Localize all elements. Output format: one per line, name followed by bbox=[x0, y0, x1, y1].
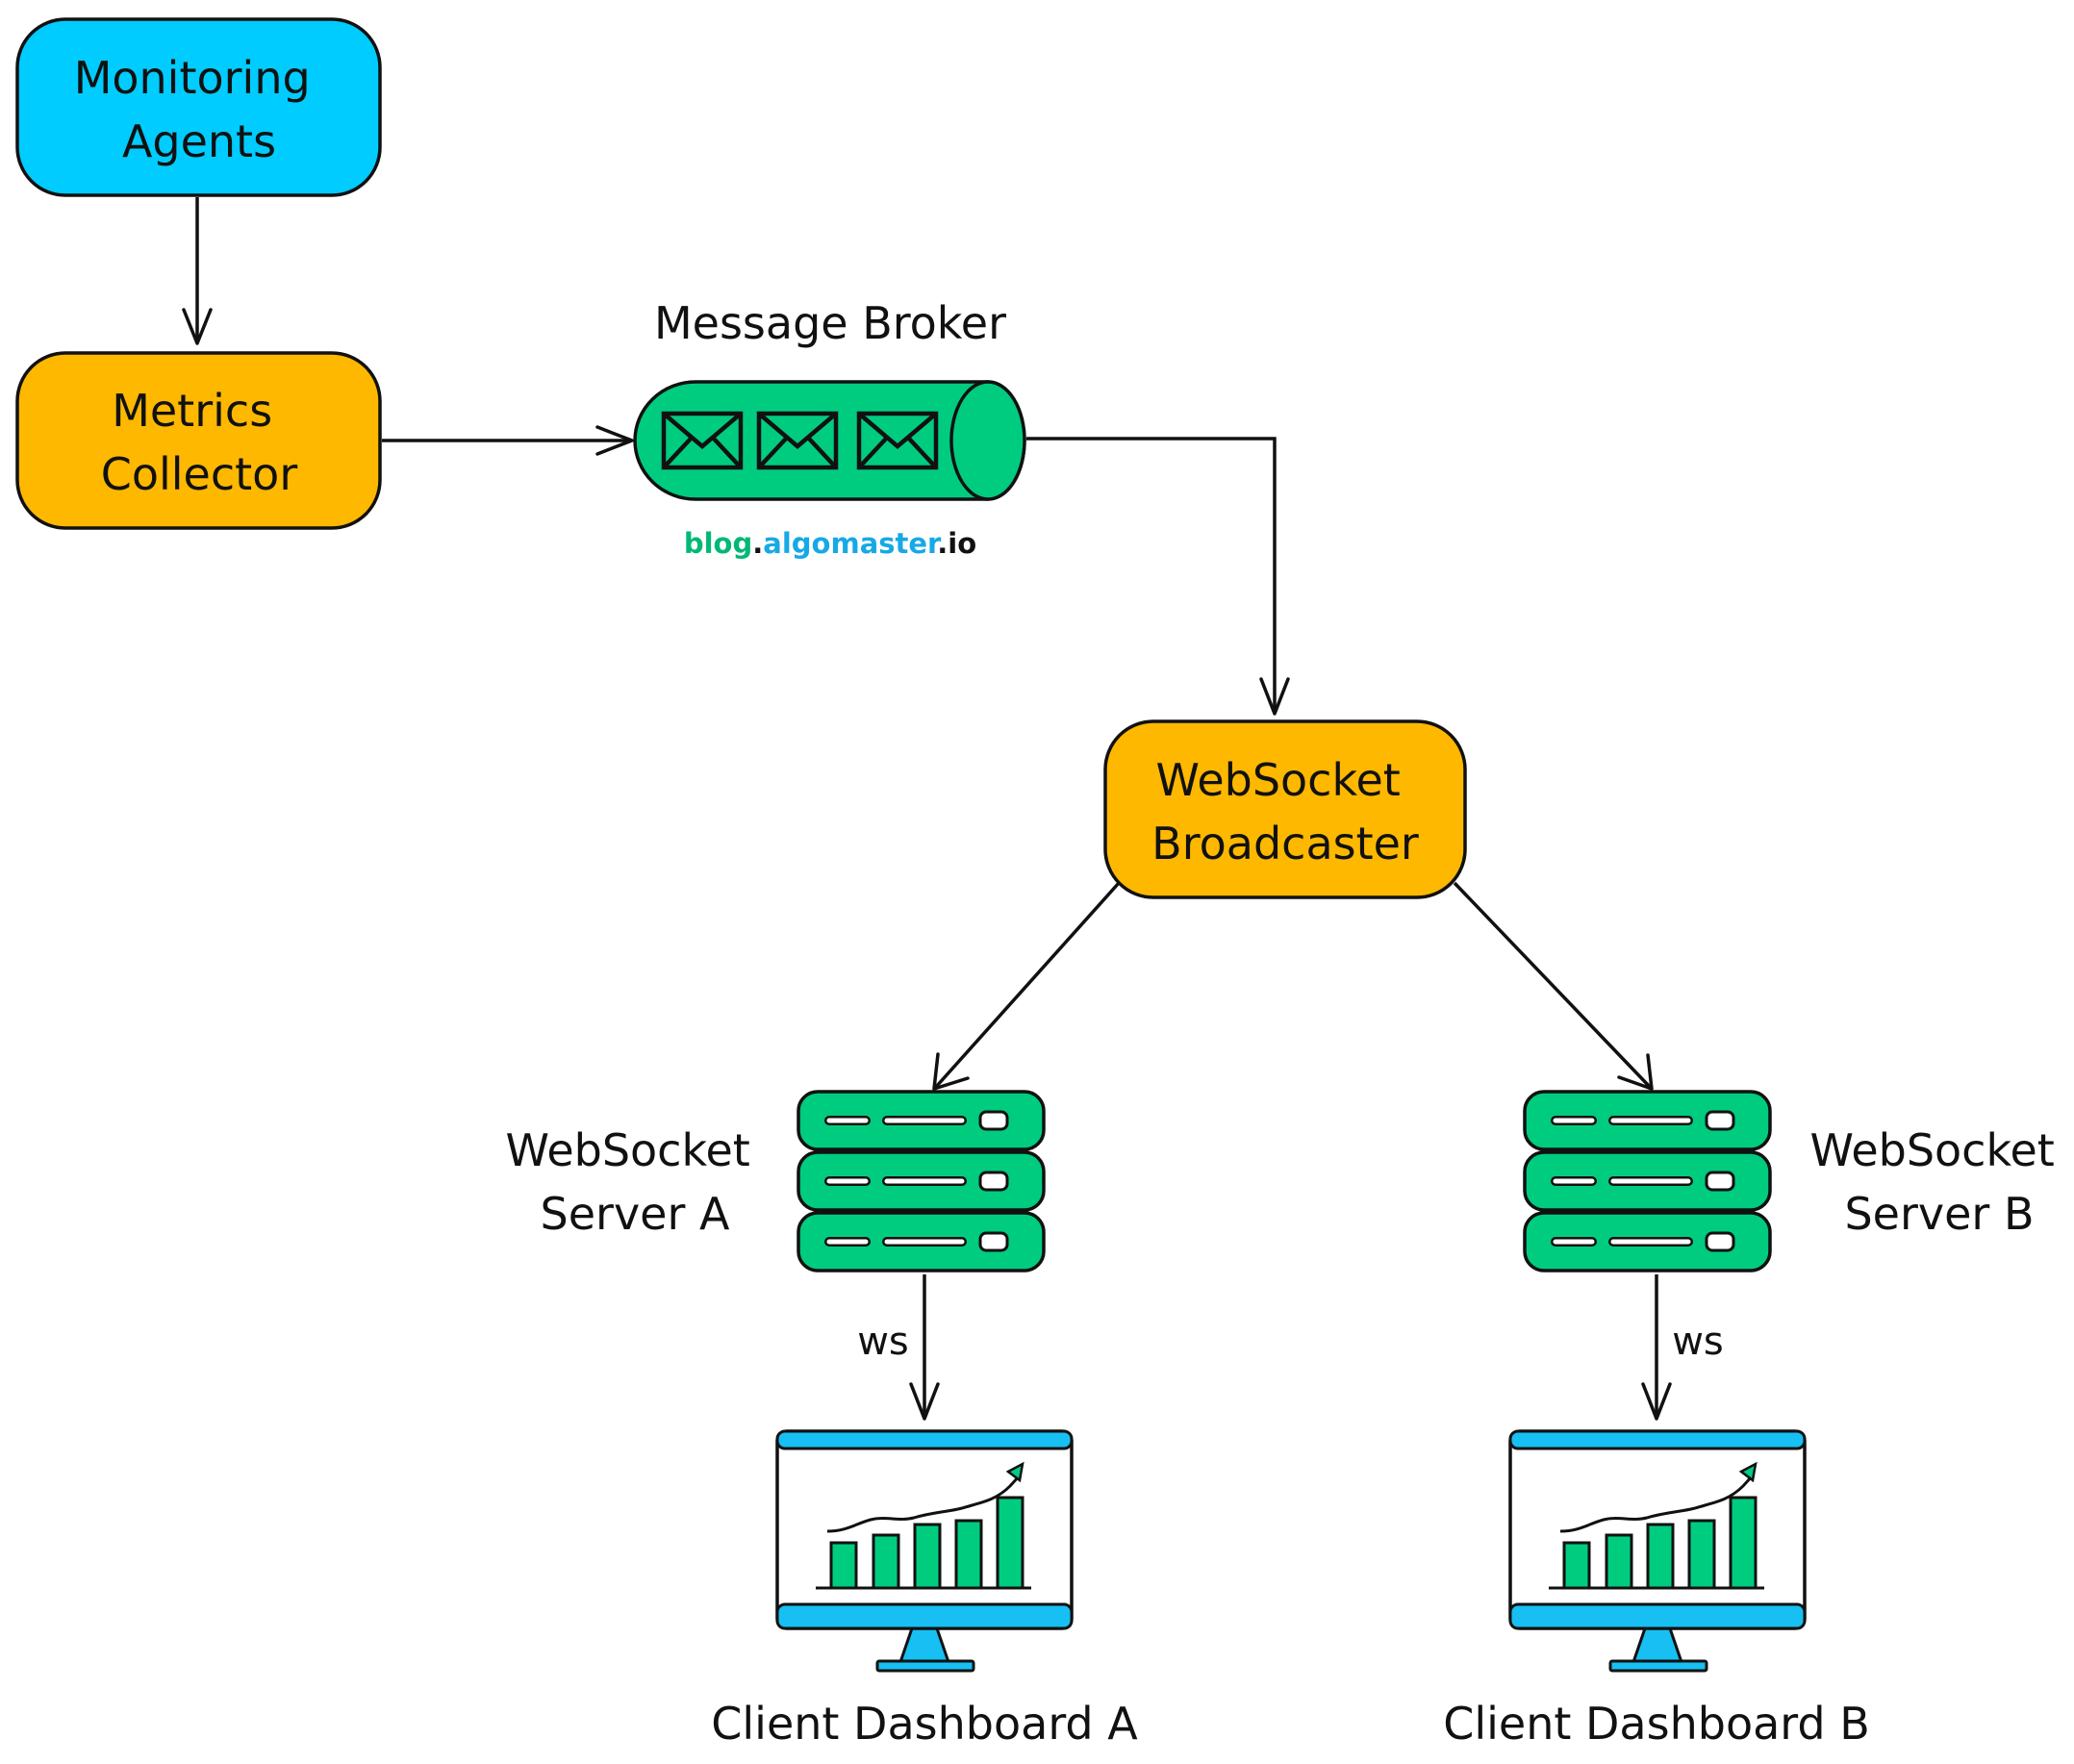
edges: ws ws bbox=[182, 197, 1724, 1421]
envelope-icon bbox=[661, 411, 744, 470]
watermark-part3: .io bbox=[937, 527, 976, 560]
edge-broker-to-broadcaster bbox=[1026, 437, 1290, 716]
node-message-broker[interactable]: Message Broker bbox=[633, 297, 1026, 560]
metrics-collector-line1: Metrics bbox=[112, 385, 272, 437]
monitoring-agents-line2: Agents bbox=[122, 115, 276, 167]
edge-broadcaster-to-server-a bbox=[932, 881, 1121, 1091]
node-client-dashboard-a[interactable]: Client Dashboard A bbox=[711, 1429, 1138, 1750]
edge-agents-to-collector bbox=[182, 197, 213, 345]
node-metrics-collector-label: Metrics Collector bbox=[101, 385, 298, 500]
client-dashboard-a-label: Client Dashboard A bbox=[711, 1698, 1138, 1750]
node-metrics-collector[interactable]: Metrics Collector bbox=[15, 351, 382, 530]
edge-collector-to-broker bbox=[382, 425, 634, 456]
edge-label-ws-a: ws bbox=[857, 1320, 909, 1364]
edge-broadcaster-to-server-b bbox=[1453, 881, 1654, 1091]
websocket-server-b-line1: WebSocket bbox=[1810, 1124, 2055, 1176]
node-websocket-server-a[interactable]: WebSocket Server A bbox=[506, 1090, 1046, 1273]
node-websocket-server-b[interactable]: WebSocket Server B bbox=[1523, 1090, 2069, 1273]
edge-server-a-to-dashboard-a: ws bbox=[857, 1274, 940, 1421]
message-queue-envelopes-icon bbox=[633, 380, 1026, 501]
watermark-part2: algomaster bbox=[763, 527, 942, 560]
node-websocket-broadcaster[interactable]: WebSocket Broadcaster bbox=[1103, 719, 1467, 899]
websocket-server-a-label: WebSocket Server A bbox=[506, 1124, 765, 1240]
watermark-dot: . bbox=[752, 527, 763, 560]
node-monitoring-agents[interactable]: Monitoring Agents bbox=[15, 17, 382, 197]
monitor-chart-icon bbox=[775, 1429, 1074, 1673]
websocket-server-b-line2: Server B bbox=[1844, 1188, 2034, 1240]
edge-server-b-to-dashboard-b: ws bbox=[1641, 1274, 1724, 1421]
node-websocket-broadcaster-label: WebSocket Broadcaster bbox=[1151, 754, 1419, 869]
client-dashboard-b-label: Client Dashboard B bbox=[1443, 1698, 1870, 1750]
monitoring-agents-line1: Monitoring bbox=[74, 52, 311, 104]
edge-label-ws-b: ws bbox=[1672, 1320, 1724, 1364]
message-broker-label: Message Broker bbox=[654, 297, 1006, 349]
server-rack-icon bbox=[797, 1090, 1046, 1273]
monitor-chart-icon bbox=[1508, 1429, 1807, 1673]
envelope-icon bbox=[856, 411, 939, 470]
websocket-broadcaster-line2: Broadcaster bbox=[1151, 818, 1419, 869]
websocket-broadcaster-line1: WebSocket bbox=[1156, 754, 1401, 806]
node-monitoring-agents-label: Monitoring Agents bbox=[74, 52, 325, 167]
envelope-icon bbox=[756, 411, 839, 470]
watermark-part1: blog bbox=[684, 527, 752, 560]
websocket-server-a-line2: Server A bbox=[541, 1188, 730, 1240]
watermark: blog.algomaster.io bbox=[684, 527, 976, 560]
node-client-dashboard-b[interactable]: Client Dashboard B bbox=[1443, 1429, 1870, 1750]
metrics-collector-line2: Collector bbox=[101, 448, 298, 500]
server-rack-icon bbox=[1523, 1090, 1772, 1273]
websocket-server-b-label: WebSocket Server B bbox=[1810, 1124, 2069, 1240]
websocket-server-a-line1: WebSocket bbox=[506, 1124, 750, 1176]
